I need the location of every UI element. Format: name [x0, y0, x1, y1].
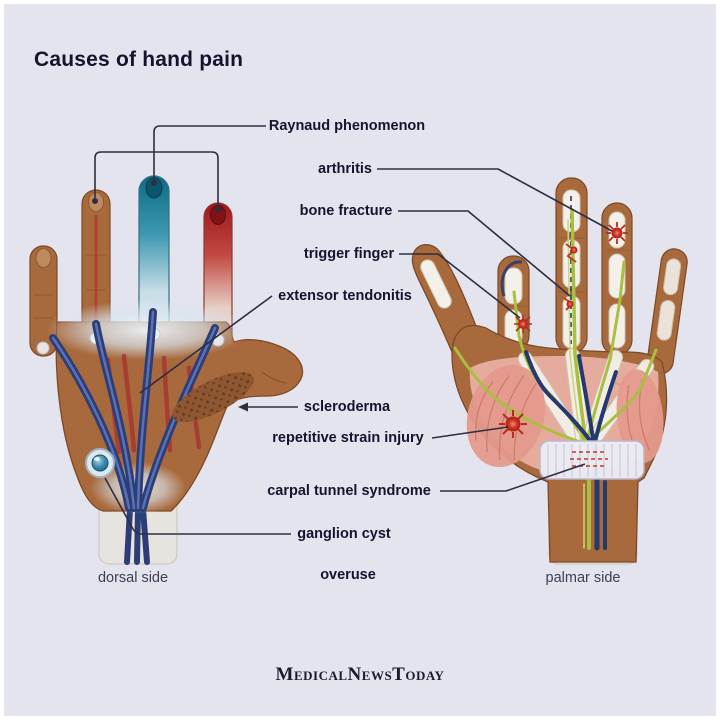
phalanx-bone [504, 267, 523, 305]
leader-endpoints [92, 180, 248, 412]
scleroderma-patch [172, 372, 254, 422]
leader-bone-fracture [398, 210, 571, 297]
leader-lines [94, 125, 613, 535]
thumb-crease [261, 371, 287, 384]
leader-arthritis [377, 168, 613, 232]
leader-trigger-finger [399, 253, 521, 319]
caption-palmar-side: palmar side [545, 570, 621, 586]
label-scleroderma: scleroderma [303, 399, 391, 415]
carpal-tunnel-inflammation-marks [570, 451, 608, 467]
phalanx-bone [663, 258, 682, 296]
leader-extensor-tendonitis [139, 295, 273, 394]
leader-ganglion-cyst [104, 477, 291, 535]
flexor-tendon-loop [500, 260, 523, 297]
scleroderma-arrowhead [238, 402, 248, 412]
caption-dorsal-side: dorsal side [97, 570, 169, 586]
leader-carpal-tunnel [440, 463, 586, 492]
thumb-phalanx-bone [420, 259, 452, 309]
label-bone-fracture: bone fracture [299, 203, 393, 219]
phalanx-bone [656, 299, 676, 341]
label-extensor-tendonitis: extensor tendonitis [278, 288, 412, 304]
palmar-hand-illustration [411, 177, 688, 565]
label-overuse: overuse [320, 567, 376, 583]
fingernail [35, 248, 52, 268]
label-ganglion-cyst: ganglion cyst [297, 526, 391, 542]
label-raynaud-phenomenon: Raynaud phenomenon [268, 118, 426, 134]
leader-repetitive-strain [431, 426, 509, 439]
page-title: Causes of hand pain [34, 48, 244, 72]
label-trigger-finger: trigger finger [303, 246, 395, 262]
arthritis-pain-spot [606, 222, 628, 244]
trigger-finger-pain-spot [514, 315, 532, 333]
wrist-tendons [124, 506, 150, 565]
ganglion-cyst-illustration [85, 448, 115, 478]
thumb-palmar [411, 244, 485, 353]
repetitive-strain-pain-spot [499, 410, 527, 438]
label-carpal-tunnel-syndrome: carpal tunnel syndrome [267, 483, 431, 499]
leader-raynaud-main [153, 125, 266, 180]
dorsal-hand-illustration [29, 175, 304, 565]
blood-vessels [524, 350, 618, 551]
medical-news-today-logo: MedicalNewsToday [275, 664, 445, 685]
carpal-tunnel-band [539, 440, 645, 480]
label-arthritis: arthritis [318, 161, 372, 177]
bone-fracture-marks [563, 243, 578, 311]
leader-raynaud-bracket [94, 151, 219, 206]
retinaculum-fibers [547, 444, 637, 477]
label-repetitive-strain-injury: repetitive strain injury [272, 430, 424, 446]
finger-creases [34, 254, 106, 319]
